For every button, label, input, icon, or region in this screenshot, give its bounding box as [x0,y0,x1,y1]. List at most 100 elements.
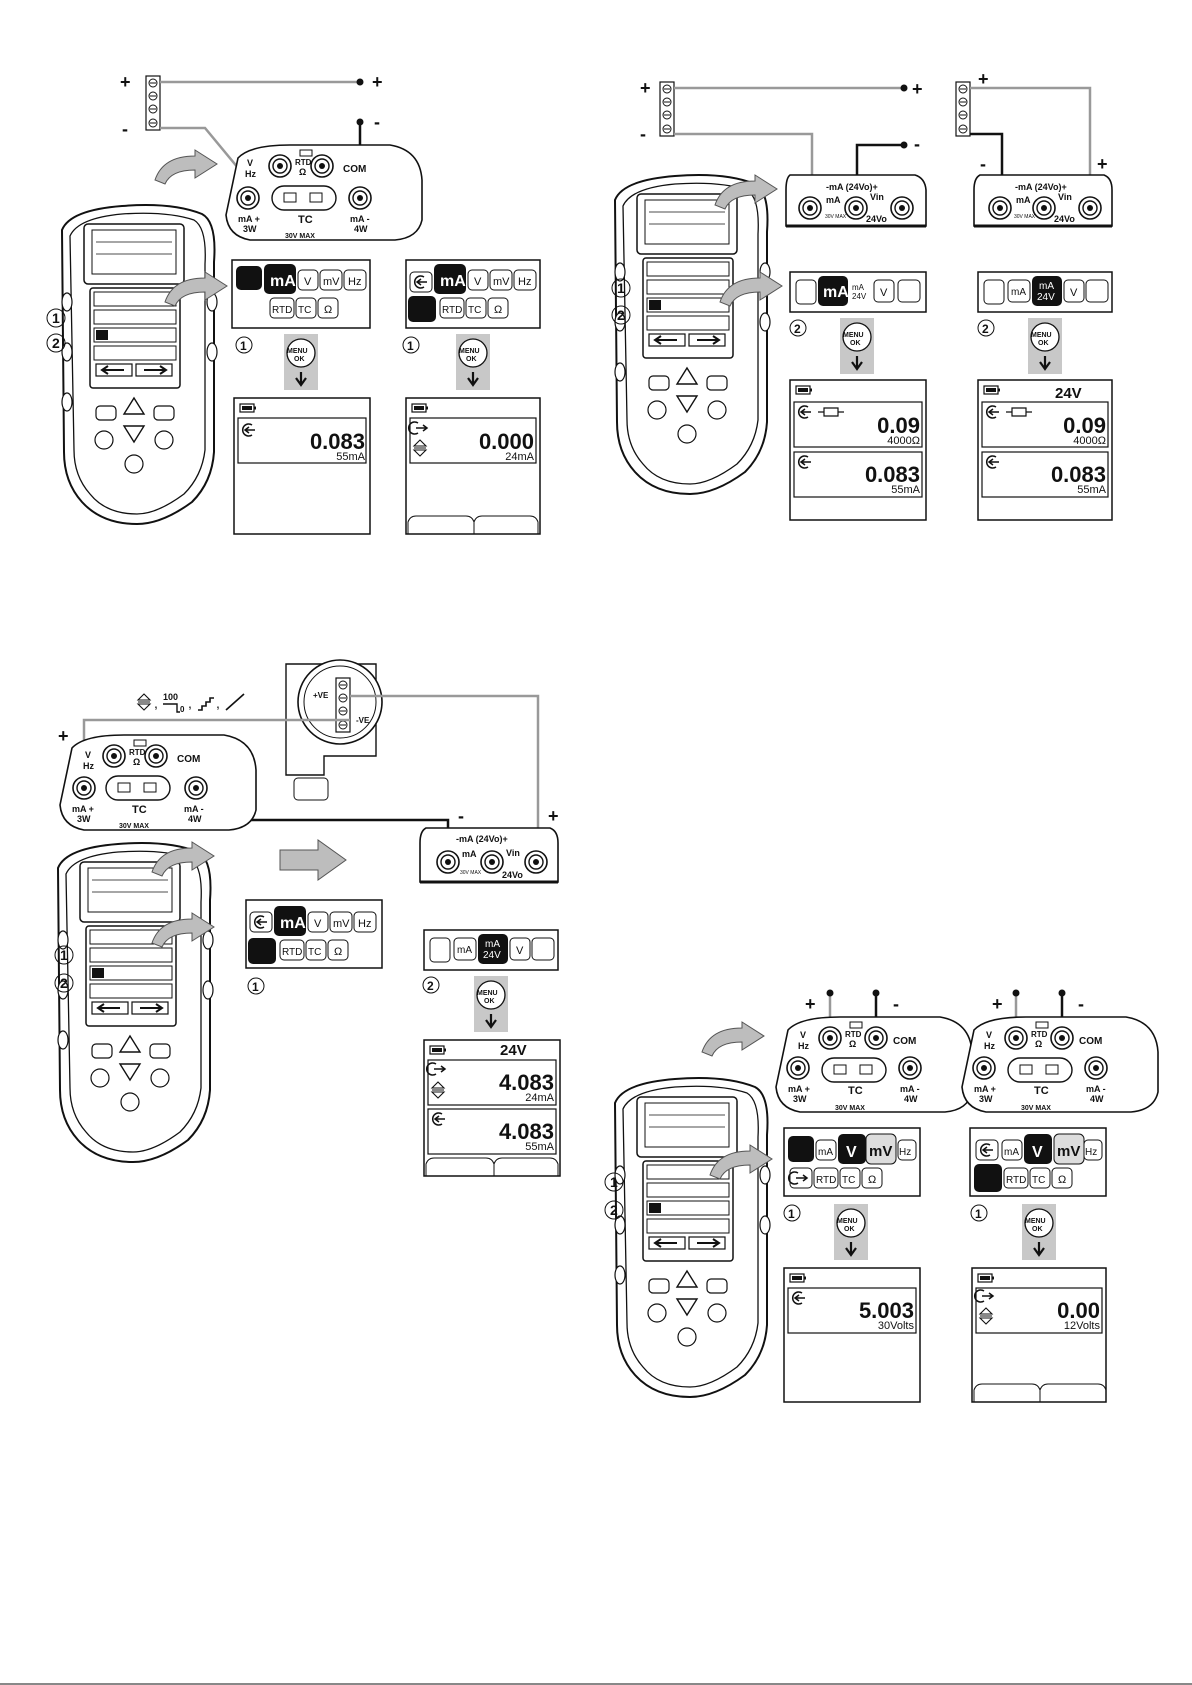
menu-ma24v[interactable]: mA [485,939,500,950]
terminal-tc-label: TC [132,804,147,816]
display-unit: 12Volts [1064,1320,1101,1332]
menu-hz[interactable]: Hz [518,276,531,288]
menu-ma[interactable]: mA [440,273,466,290]
display-value: 0.083 [865,462,920,487]
figure-voltage-source: + - V Hz RTD Ω COM TC mA + 3W mA - 4W 30… [961,989,1159,1403]
display-6: 5.003 30Volts [783,1267,921,1403]
menu-rtd[interactable]: RTD [442,305,462,316]
polarity-minus: - [458,806,464,826]
menu-ohm[interactable]: Ω [324,304,332,316]
menu-hz[interactable]: Hz [348,276,361,288]
output-menu-3: mA mA 24V V [423,929,559,971]
terminal-rtd-label: RTD [129,748,146,757]
menu-ma24v[interactable]: 24V [852,292,867,301]
menu-tc[interactable]: TC [308,947,321,958]
menu-tc[interactable]: TC [842,1175,855,1186]
display-header: 24V [500,1042,527,1059]
calibrator-device [57,842,214,1163]
menu-mv[interactable]: mV [493,276,510,288]
display-value: 0.00 [1057,1298,1100,1323]
menu-hz[interactable]: Hz [1085,1147,1097,1158]
loop-port-vin: Vin [1058,192,1072,202]
terminal-block [145,75,161,131]
menu-ok-label: OK [1038,340,1049,347]
step-marker-1: 1 [788,1207,795,1221]
menu-v[interactable]: V [314,918,322,930]
figure-loop-power: + - + - -mA (24Vo)+ mA Vin 24Vo 30V MAX … [611,78,927,521]
menu-ohm[interactable]: Ω [494,304,502,316]
terminal-omega-label: Ω [849,1039,856,1049]
menu-ma[interactable]: mA [823,284,849,301]
polarity-minus: - [914,134,920,154]
menu-hz[interactable]: Hz [358,918,371,930]
terminal-hz-label: Hz [798,1041,809,1051]
menu-ma24v[interactable]: 24V [1037,292,1055,303]
menu-ma[interactable]: mA [270,273,296,290]
menu-ok-label: MENU [459,348,480,355]
terminal-tc-label: TC [298,214,313,226]
display-value: 5.003 [859,1298,914,1323]
menu-rtd[interactable]: RTD [816,1175,836,1186]
menu-ma[interactable]: mA [818,1147,833,1158]
calibrator-device [61,204,218,525]
terminal-com-label: COM [343,164,366,175]
menu-ma[interactable]: mA [1011,287,1026,298]
display-value: 0.000 [479,429,534,454]
terminal-4w-label: 4W [904,1094,918,1104]
terminal-ma-plus-label: mA + [974,1084,996,1094]
ramp-zero: 0 [180,705,185,714]
menu-tc[interactable]: TC [298,305,311,316]
menu-ma[interactable]: mA [457,945,472,956]
menu-v[interactable]: V [304,276,312,288]
terminal-tc-label: TC [848,1085,863,1097]
menu-ma24v[interactable]: 24V [483,950,501,961]
terminal-tc-label: TC [1034,1085,1049,1097]
step-marker-2: 2 [52,335,60,351]
menu-rtd[interactable]: RTD [282,947,302,958]
menu-rtd[interactable]: RTD [272,305,292,316]
function-menu-1: mA V mV Hz RTD TC Ω [231,259,371,329]
display-7: 0.00 12Volts [971,1267,1107,1403]
menu-v[interactable]: V [1032,1144,1043,1161]
terminal-4w-label: 4W [1090,1094,1104,1104]
menu-v[interactable]: V [516,945,524,957]
ramp-comma: , [154,695,158,711]
terminal-max-label: 30V MAX [835,1105,865,1112]
menu-ohm[interactable]: Ω [334,946,342,958]
step-marker-1: 1 [617,280,625,296]
display-unit: 55mA [336,451,365,463]
menu-tc[interactable]: TC [1032,1175,1045,1186]
menu-rtd[interactable]: RTD [1006,1175,1026,1186]
menu-mv[interactable]: mV [1057,1143,1080,1160]
terminal-omega-label: Ω [299,167,306,177]
step-marker-2: 2 [982,322,989,336]
display-4: 24V 0.09 4000Ω 0.083 55mA [977,379,1113,521]
menu-ma[interactable]: mA [1004,1147,1019,1158]
menu-ohm[interactable]: Ω [1058,1174,1066,1186]
transmitter: +VE -VE [285,659,383,801]
menu-hz[interactable]: Hz [899,1147,911,1158]
menu-tc[interactable]: TC [468,305,481,316]
step-marker-2: 2 [60,975,68,991]
menu-ohm[interactable]: Ω [868,1174,876,1186]
menu-ma24v[interactable]: mA [1039,281,1054,292]
menu-ma24v[interactable]: mA [852,283,865,292]
menu-v[interactable]: V [1070,287,1078,299]
polarity-plus: + [372,72,383,92]
terminal-v-label: V [247,158,253,168]
terminal-rtd-label: RTD [845,1030,862,1039]
menu-mv[interactable]: mV [869,1143,892,1160]
polarity-plus: + [640,78,651,98]
display-header: 24V [1055,385,1082,402]
menu-v[interactable]: V [880,287,888,299]
display-value: 0.09 [877,413,920,438]
menu-mv[interactable]: mV [323,276,340,288]
polarity-minus: - [122,119,128,139]
menu-mv[interactable]: mV [333,918,350,930]
menu-ok-label: OK [850,340,861,347]
menu-v[interactable]: V [846,1144,857,1161]
menu-ma[interactable]: mA [280,915,306,932]
menu-v[interactable]: V [474,276,482,288]
terminal-ma-plus-label: mA + [238,214,260,224]
